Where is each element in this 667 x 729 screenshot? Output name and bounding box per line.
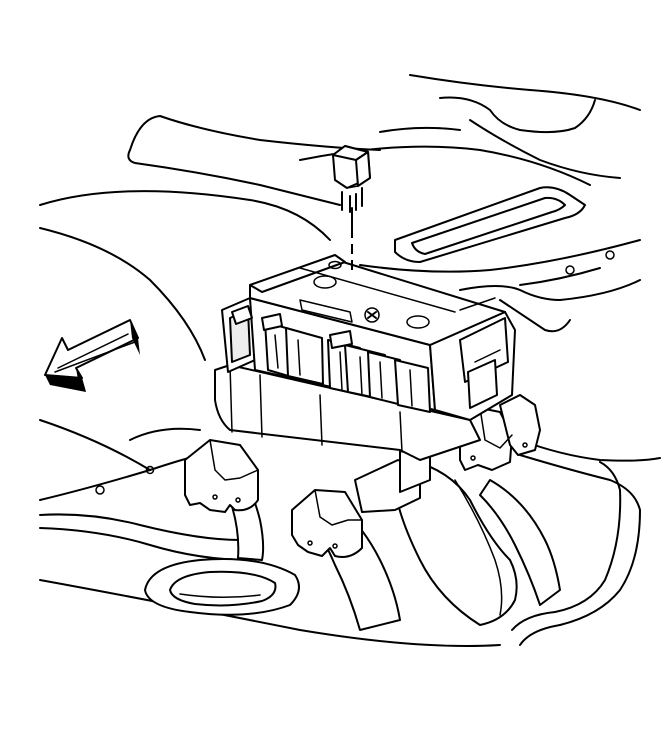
harness-straps — [229, 459, 561, 631]
vehicle-floor-panels — [39, 74, 661, 647]
relay — [332, 145, 371, 270]
arrow-left-icon — [44, 319, 140, 392]
fuse-block — [214, 254, 516, 461]
